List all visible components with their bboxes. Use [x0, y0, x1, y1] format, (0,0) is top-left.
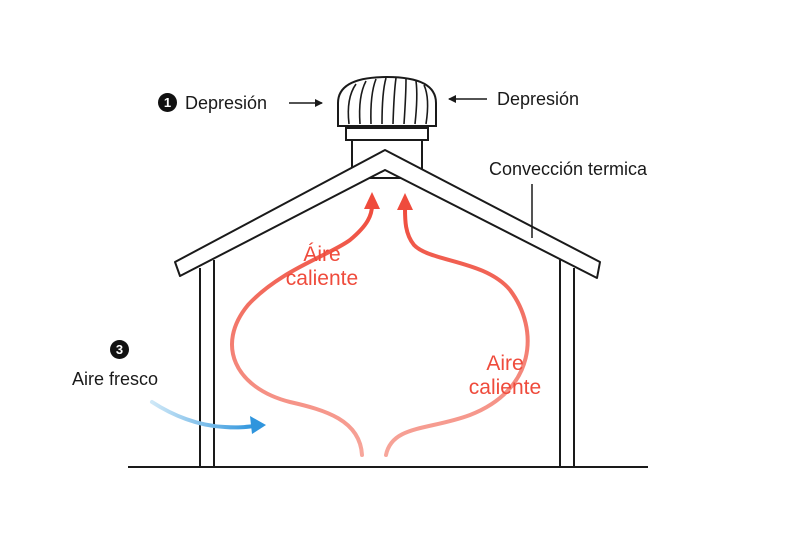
hot-air-right-label: Aire caliente	[450, 352, 560, 400]
walls	[199, 260, 575, 467]
left-depresion-label: Depresión	[185, 93, 268, 113]
right-depresion-label: Depresión	[497, 89, 580, 109]
step-3-badge: 3	[110, 340, 129, 359]
conveccion-label: Convección termica	[489, 159, 648, 179]
hot-air-left-label: Áire caliente	[267, 243, 377, 291]
hot-air-left-line1: Áire	[303, 243, 341, 266]
fresh-air-arrow-icon	[150, 400, 266, 434]
roof	[174, 149, 601, 279]
fresh-air-label: Aire fresco	[72, 369, 159, 389]
hot-air-right-arrow-icon	[384, 193, 530, 457]
hot-air-right-line1: Aire	[486, 352, 524, 375]
turbine-vent-icon	[337, 75, 437, 127]
hot-air-right-line2: caliente	[468, 376, 542, 399]
step-1-badge: 1	[158, 93, 177, 112]
hot-air-left-line2: caliente	[285, 267, 359, 290]
hot-air-left-arrow-icon	[230, 192, 380, 457]
